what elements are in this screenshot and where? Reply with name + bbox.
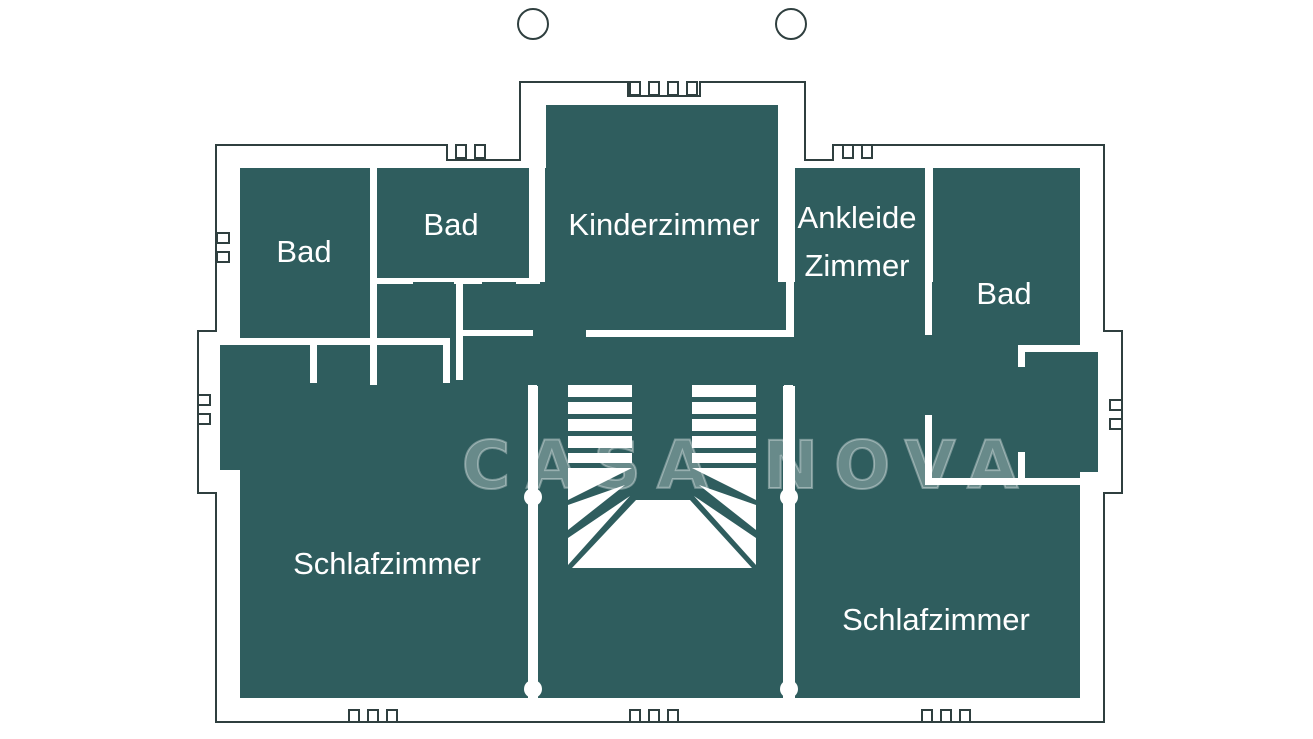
label-bad-center: Bad [423, 207, 478, 242]
watermark-logo: CASA NOVA [462, 427, 1034, 504]
fill-bad-left [240, 168, 370, 338]
label-ankleide-line2: Zimmer [804, 248, 909, 283]
fill-schlafzimmer-left [240, 386, 528, 698]
marker-circle-right [775, 8, 807, 40]
label-schlafzimmer-left: Schlafzimmer [293, 546, 481, 581]
interior-walls [237, 96, 1098, 699]
building-outline [197, 81, 1123, 723]
label-ankleide-line1: Ankleide [798, 200, 917, 235]
label-kinderzimmer: Kinderzimmer [568, 207, 759, 242]
marker-circle-left [517, 8, 549, 40]
windows [197, 81, 1123, 723]
label-bad-right: Bad [976, 276, 1031, 311]
label-bad-left: Bad [276, 234, 331, 269]
fill-schlafzimmer-right [795, 386, 1080, 698]
label-schlafzimmer-right: Schlafzimmer [842, 602, 1030, 637]
fill-bad-center [377, 168, 529, 278]
staircase [568, 385, 756, 568]
